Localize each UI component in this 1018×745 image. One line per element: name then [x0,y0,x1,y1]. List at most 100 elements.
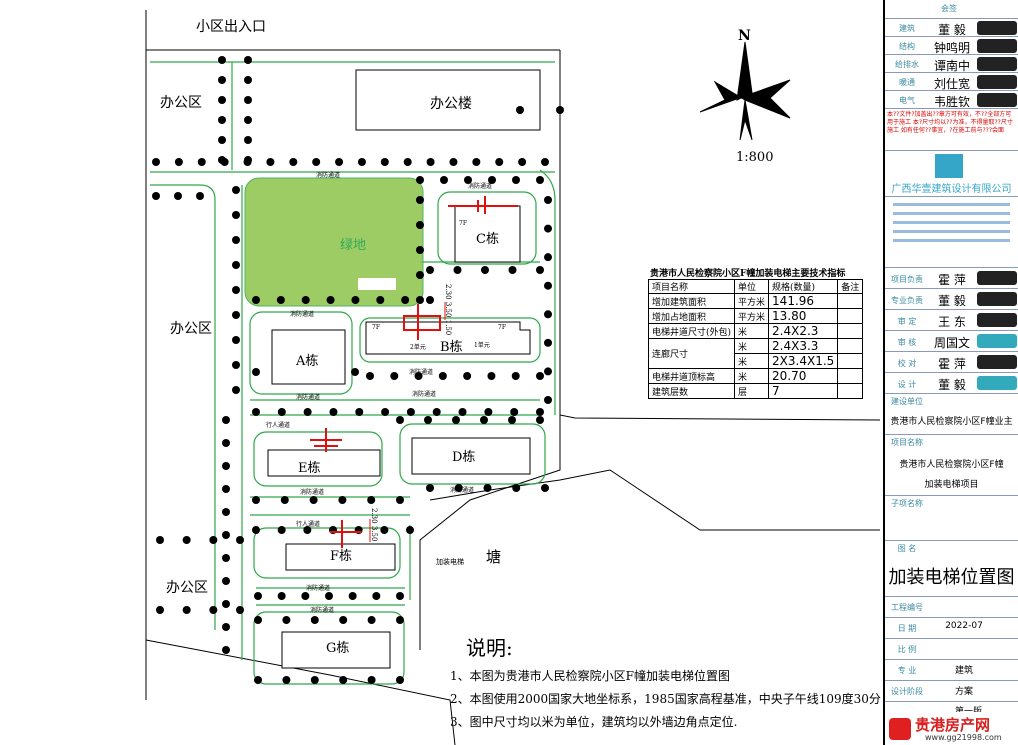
tree-dot [222,600,230,608]
tree-dot [426,266,434,274]
tree-dot [218,156,226,164]
tree-dot [544,367,552,376]
tree-dot [487,372,496,380]
tree-dot [236,536,244,544]
tree-dot [222,416,230,424]
warning-text: 本??文件?加盖出??章方可有效，不??全部方可用于施工 本?尺寸均以??为准，… [885,109,1018,151]
note-line: 2、本图使用2000国家大地坐标系，1985国家高程基准，中央子午线109度30… [450,692,881,706]
tree-dot [232,286,240,294]
pond-label: 塘 [486,548,502,566]
building-g [281,631,391,669]
tree-dot [510,408,519,416]
tree-dot [232,211,240,219]
sign-row: 电气韦胜钦 [885,91,1018,109]
tree-dot [232,361,240,369]
tree-dot [254,592,262,600]
tree-dot [197,158,206,166]
signature [977,93,1017,107]
tree-dot [196,192,204,200]
unit2-label: 2单元 [410,344,426,351]
index-table: 贵港市人民检察院小区F幢加装电梯主要技术指标 项目名称 单位 规格(数量) 备注… [647,266,864,399]
tree-dot [396,416,404,424]
tree-dot [218,96,226,104]
tree-dot [222,577,230,585]
tree-dot [244,116,252,124]
countersign-row: 会签 [885,0,1018,19]
stage-row: 设计阶段方案 [885,681,1018,702]
tree-dot [355,408,364,416]
tree-dot [390,372,399,380]
staff-row: 项目负责霍 萍 [885,268,1018,289]
discipline-row: 专 业建筑 [885,660,1018,681]
tree-dot [222,554,230,562]
fire-road-2: 消防通道 [468,183,493,190]
tree-dot [376,296,385,304]
buildings [267,205,531,669]
tree-dot [488,176,496,184]
tree-dot [339,616,348,624]
tree-dot [277,408,286,416]
building-a [271,329,346,385]
staff-row: 审 核周国文 [885,331,1018,352]
tree-dot [426,296,434,304]
roads [150,61,556,685]
signature [977,376,1017,390]
house-icon [889,718,911,740]
fire-road-9: 消防通道 [306,585,331,592]
tree-dot [282,616,291,624]
building-c-label: C栋 [476,232,499,247]
tree-dot [277,526,286,534]
tree-dot [508,416,516,424]
dim-f: 2.30 3.50 [370,508,378,542]
tree-dot [351,368,359,376]
sign-row: 结构钟鸣明 [885,37,1018,55]
tree-dot [511,372,520,380]
notes-heading: 说明: [466,636,513,660]
title-block: 会签 建筑董 毅 结构钟鸣明 给排水谭南中 暖通刘仕宽 电气韦胜钦 本??文件?… [883,0,1018,745]
tree-dot [449,158,458,166]
tree-dot [452,416,460,424]
tree-dot [406,408,415,416]
tree-dot [381,408,390,416]
tree-dot [416,221,424,229]
tree-dot [516,106,524,114]
tree-dot [222,462,230,470]
tree-dot [536,176,544,184]
tree-dot [222,508,230,516]
tree-dot [458,408,467,416]
tree-dot [182,536,191,544]
signature [977,355,1017,369]
building-f-label: F栋 [330,549,353,564]
tree-dot [464,176,472,184]
tree-dot [252,408,260,416]
tree-dot [232,261,240,269]
tree-dot [303,408,312,416]
tree-dot [244,136,252,144]
tree-dot [310,676,319,684]
fire-road-7: 消防通道 [300,489,325,496]
tree-dot [329,408,338,416]
floors-c: 7F [459,220,467,227]
tree-dot [483,484,492,492]
tree-dot [518,158,527,166]
tree-dot [312,158,321,166]
sign-row: 建筑董 毅 [885,19,1018,37]
tree-dot [481,266,489,274]
tree-dot [416,246,424,254]
tree-dot [396,592,404,600]
green-area [244,177,424,307]
fire-road-8: 消防通道 [450,487,475,494]
tree-dot [222,623,230,631]
tree-dot [396,676,404,684]
tree-dot [182,606,191,614]
tree-dot [152,192,160,200]
tree-dot [463,372,472,380]
tree-dot [222,646,230,654]
signature [977,21,1017,35]
tree-dot [326,296,335,304]
tree-dot [325,592,333,600]
unit1-label: 1单元 [474,342,490,349]
watermark: 贵港房产网 www.gg21998.com [885,712,1018,745]
drawing-title: 加装电梯位置图 [888,567,1015,588]
